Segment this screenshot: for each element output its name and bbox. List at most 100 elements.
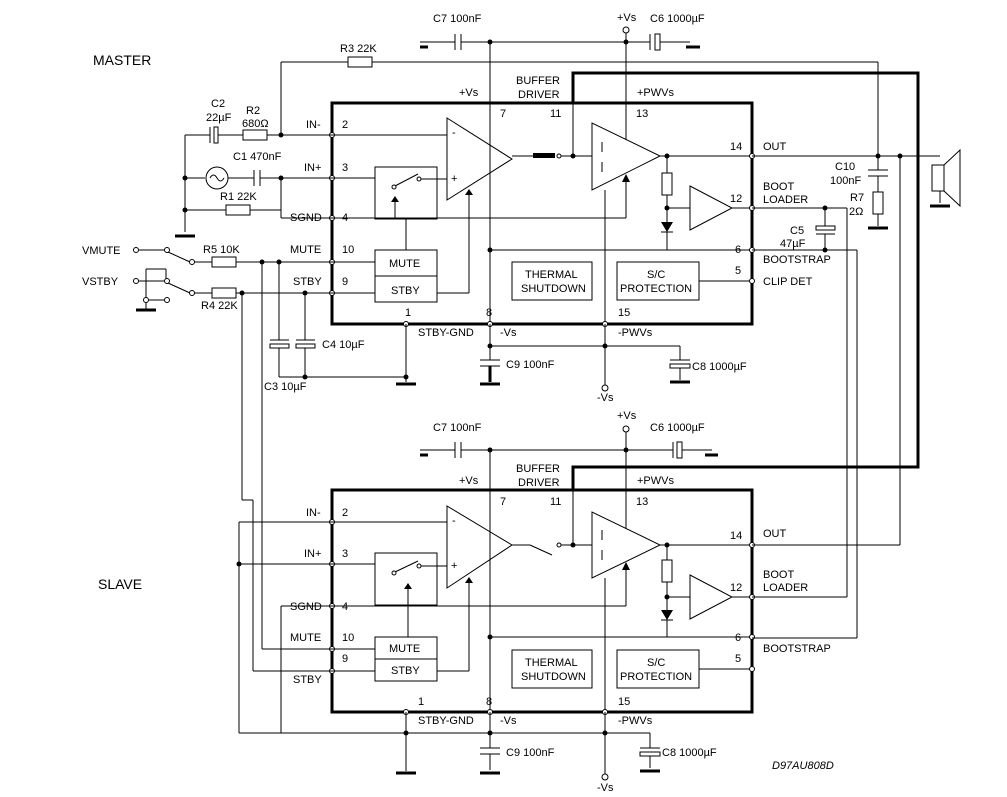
- master-thermal-2: SHUTDOWN: [521, 283, 586, 295]
- slave-buffer-label: BUFFER: [516, 463, 560, 475]
- master-pin7-num: 7: [500, 108, 506, 120]
- slave-mute-block: MUTE: [389, 643, 420, 655]
- master-pin-top-vs: +Vs: [459, 87, 479, 99]
- master-r7-label: R7: [850, 192, 864, 204]
- slave-driver-label: DRIVER: [518, 477, 560, 489]
- slave-pin14-num: 14: [730, 530, 742, 542]
- slave-pin3-num: 3: [342, 548, 348, 560]
- master-r4-label: R4 22K: [201, 300, 238, 312]
- slave-pin-nvs: -Vs: [500, 715, 517, 727]
- master-pin5-num: 5: [735, 265, 741, 277]
- master-pin13-num: 13: [636, 108, 648, 120]
- slave-chip: [330, 488, 754, 714]
- slave-pin6-num: 6: [735, 632, 741, 644]
- slave-pin-top-vs: +Vs: [459, 475, 479, 487]
- master-pin-npwvs: -PWVs: [618, 327, 653, 339]
- master-c5-value: 47µF: [780, 238, 806, 250]
- master-vmute-label: VMUTE: [82, 245, 121, 257]
- master-pin-clipdet: CLIP DET: [763, 276, 813, 288]
- slave-pin-mute: MUTE: [290, 632, 321, 644]
- master-c7-label: C7 100nF: [433, 13, 482, 25]
- master-pin3-num: 3: [342, 162, 348, 174]
- slave-stby-block: STBY: [391, 665, 420, 677]
- slave-pin-sgnd: SGND: [290, 601, 322, 613]
- master-c1-label: C1 470nF: [233, 151, 282, 163]
- slave-pin15-num: 15: [618, 696, 630, 708]
- master-pin-bootstrap: BOOTSTRAP: [763, 254, 831, 266]
- master-stby-block: STBY: [391, 285, 420, 297]
- slave-sc-1: S/C: [647, 657, 665, 669]
- svg-text:+: +: [451, 173, 457, 185]
- slave-pin4-num: 4: [342, 601, 348, 613]
- master-c8-label: C8 1000µF: [692, 361, 747, 373]
- slave-pin11-num: 11: [550, 496, 561, 508]
- slave-pin-out: OUT: [763, 528, 787, 540]
- slave-pin-in-minus: IN-: [306, 507, 321, 519]
- slave-thermal-1: THERMAL: [525, 657, 578, 669]
- slave-c6-label: C6 1000µF: [650, 422, 705, 434]
- master-sc-2: PROTECTION: [620, 283, 692, 295]
- master-r2-value: 680Ω: [242, 118, 269, 130]
- master-pin-nvs: -Vs: [500, 327, 517, 339]
- speaker-icon: [931, 164, 945, 192]
- slave-pin9-num: 9: [342, 653, 348, 665]
- master-vs-top: +Vs: [617, 12, 637, 24]
- master-pin8-num: 8: [486, 307, 492, 319]
- drawing-code: D97AU808D: [772, 760, 834, 772]
- master-nvs-bottom: -Vs: [597, 392, 614, 404]
- master-buffer-label: BUFFER: [516, 75, 560, 87]
- slave-loader-label: LOADER: [763, 582, 808, 594]
- master-r7-value: 2Ω: [849, 206, 863, 218]
- master-mute-block: MUTE: [389, 258, 420, 270]
- master-pin1-num: 1: [405, 307, 411, 319]
- master-pin15-num: 15: [618, 307, 630, 319]
- master-pin6-num: 6: [735, 244, 741, 256]
- master-c2-value: 22µF: [206, 112, 232, 124]
- master-pwvs-label: +PWVs: [637, 87, 674, 99]
- slave-pin7-num: 7: [500, 496, 506, 508]
- master-r2-label: R2: [246, 105, 260, 117]
- master-pin11-num: 11: [550, 108, 561, 120]
- svg-text:+: +: [451, 560, 457, 572]
- slave-thermal-2: SHUTDOWN: [521, 671, 586, 683]
- slave-pin-npwvs: -PWVs: [618, 715, 653, 727]
- slave-sc-2: PROTECTION: [620, 671, 692, 683]
- master-boot-label: BOOT: [763, 181, 794, 193]
- master-driver-label: DRIVER: [518, 89, 560, 101]
- slave-pin-bootstrap: BOOTSTRAP: [763, 643, 831, 655]
- master-label: MASTER: [93, 52, 151, 68]
- master-r1-label: R1 22K: [220, 191, 257, 203]
- slave-label: SLAVE: [98, 576, 142, 592]
- master-r3-label: R3 22K: [340, 43, 377, 55]
- slave-pin5-num: 5: [735, 653, 741, 665]
- master-c2-label: C2: [211, 98, 225, 110]
- slave-pin8-num: 8: [486, 696, 492, 708]
- master-r5-label: R5 10K: [203, 244, 240, 256]
- master-chip: [330, 101, 754, 326]
- master-pin-mute: MUTE: [290, 244, 321, 256]
- master-pin14-num: 14: [730, 141, 742, 153]
- master-pin-in-plus: IN+: [304, 162, 321, 174]
- svg-text:-: -: [452, 127, 456, 139]
- master-c10-label: C10: [835, 161, 855, 173]
- svg-text:-: -: [452, 515, 456, 527]
- slave-pin-in-plus: IN+: [304, 548, 321, 560]
- slave-pin1-num: 1: [418, 696, 424, 708]
- master-section: MASTER C7 100nF +Vs C6 1000µF R3 22K +Vs: [82, 12, 961, 638]
- master-pin-stby: STBY: [293, 276, 322, 288]
- slave-pin12-num: 12: [730, 582, 742, 594]
- slave-c9-label: C9 100nF: [506, 747, 555, 759]
- master-c10-value: 100nF: [830, 175, 861, 187]
- slave-c8-label: C8 1000µF: [662, 747, 717, 759]
- master-thermal-1: THERMAL: [525, 269, 578, 281]
- master-c9-label: C9 100nF: [506, 359, 555, 371]
- master-pin9-num: 9: [342, 276, 348, 288]
- slave-pwvs-label: +PWVs: [637, 475, 674, 487]
- master-c3-label: C3 10µF: [264, 381, 307, 393]
- slave-pin-stby: STBY: [293, 674, 322, 686]
- slave-nvs-bottom: -Vs: [597, 782, 614, 794]
- master-c5-label: C5: [790, 225, 804, 237]
- slave-vs-top: +Vs: [617, 410, 637, 422]
- master-c4-label: C4 10µF: [322, 339, 365, 351]
